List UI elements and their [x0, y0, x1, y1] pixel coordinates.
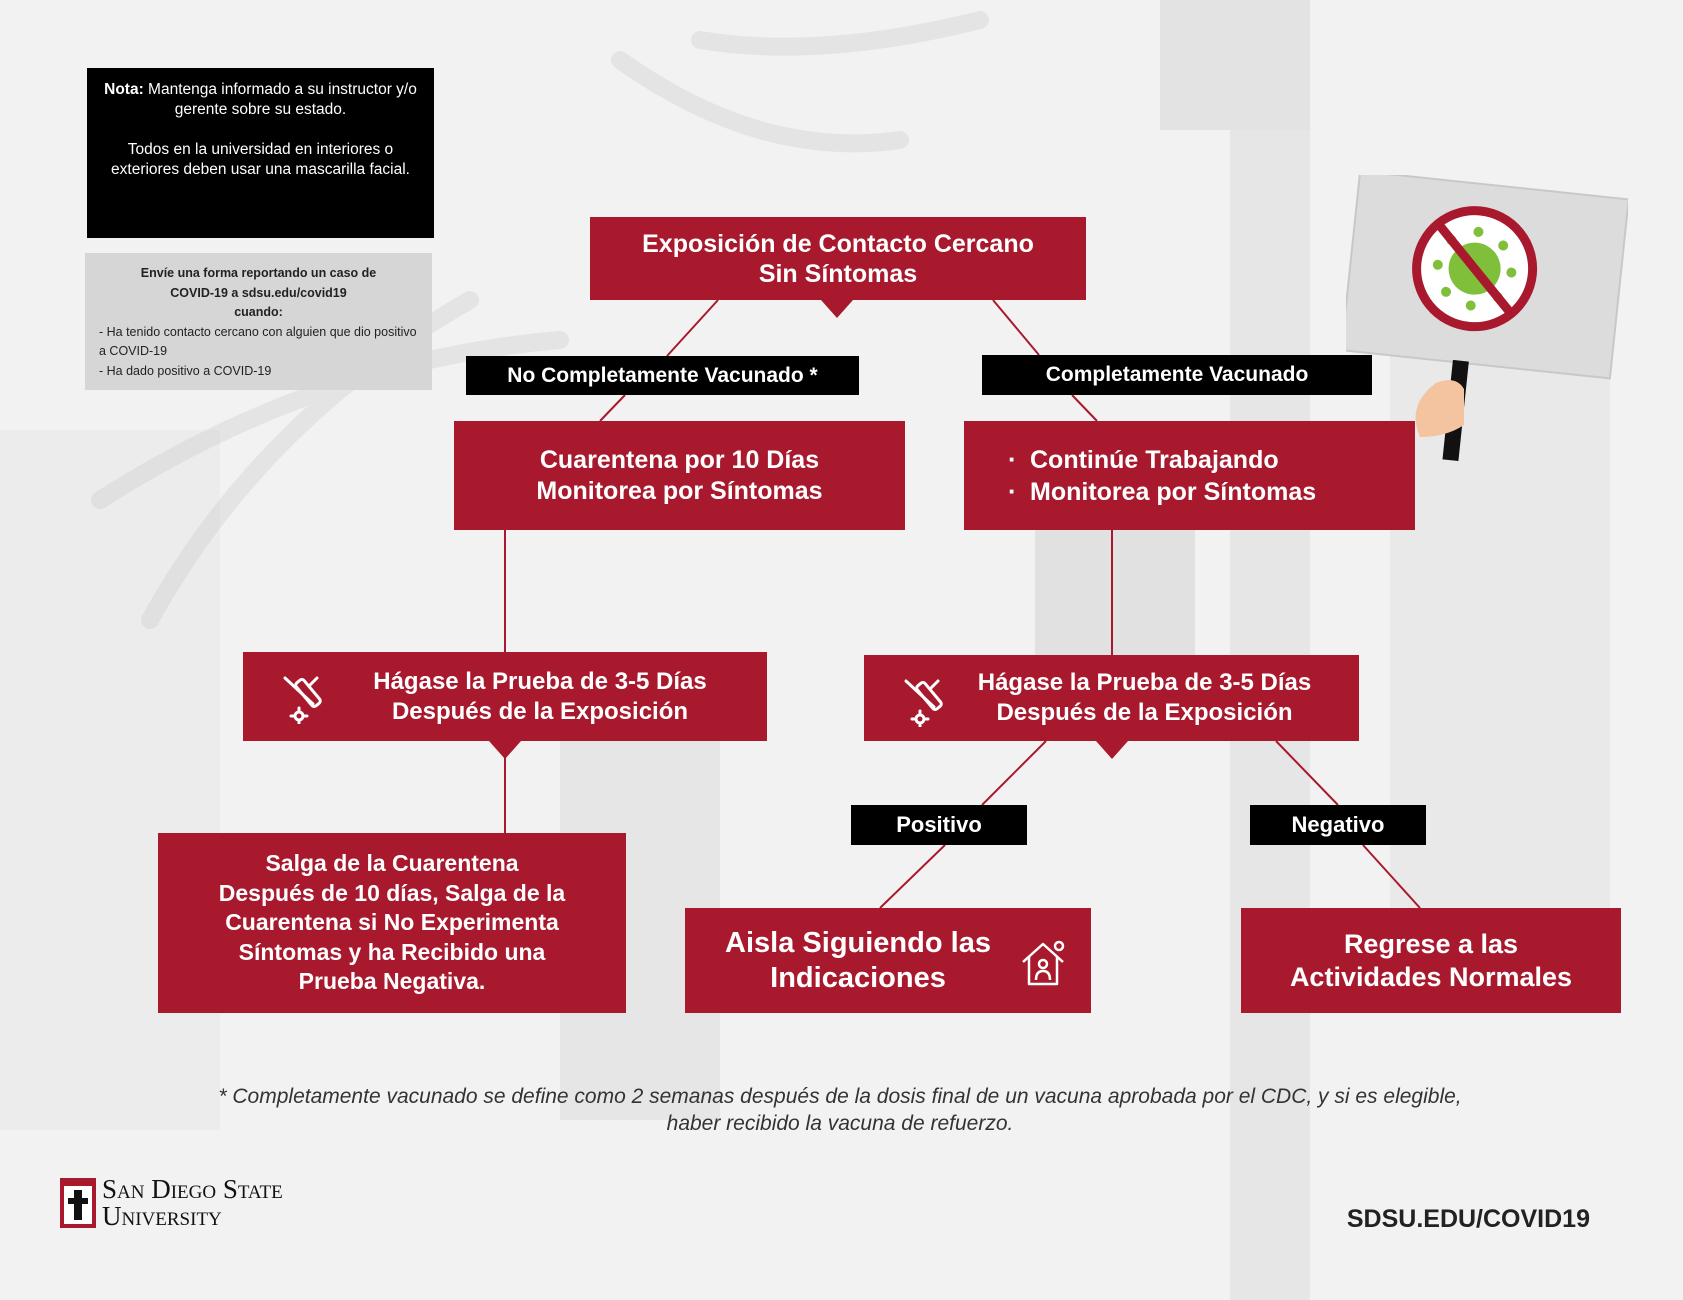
branch-label-not-vaccinated: No Completamente Vacunado * — [466, 356, 859, 395]
root-node-close-contact: Exposición de Contacto Cercano Sin Sínto… — [590, 217, 1086, 300]
note-box: Nota: Mantenga informado a su instructor… — [87, 68, 434, 238]
node-return-normal: Regrese a las Actividades Normales — [1241, 908, 1621, 1013]
connector-negative-return — [1362, 844, 1421, 909]
label-negative: Negativo — [1250, 805, 1426, 845]
note-text: Mantenga informado a su instructor y/o g… — [143, 81, 417, 118]
test-right-pointer — [1096, 741, 1128, 759]
continue-item-work: Continúe Trabajando — [1008, 444, 1316, 476]
report-box: Envíe una forma reportando un caso de CO… — [85, 253, 432, 390]
test-swab-icon — [904, 679, 943, 727]
no-virus-sign-icon — [1346, 175, 1628, 462]
test-left-pointer — [489, 741, 521, 759]
report-item-contact: - Ha tenido contacto cercano con alguien… — [99, 324, 417, 359]
vaccination-footnote: * Completamente vacunado se define como … — [218, 1085, 1462, 1135]
connector-nv-quarantine — [599, 394, 626, 422]
continue-item-monitor: Monitorea por Síntomas — [1008, 476, 1316, 508]
branch-label-vaccinated: Completamente Vacunado — [982, 355, 1372, 395]
report-item-positive: - Ha dado positivo a COVID-19 — [99, 363, 272, 378]
connector-positive-isolate — [879, 844, 946, 909]
sdsu-logo: San Diego State University — [60, 1176, 360, 1232]
connector-v-continue — [1071, 394, 1098, 422]
note-status-text: Nota: Mantenga informado a su instructor… — [101, 80, 420, 120]
connector-test-negative — [1275, 740, 1339, 806]
sdsu-logo-mark-icon — [60, 1178, 96, 1228]
connector-root-left — [666, 299, 719, 357]
node-exit-quarantine: Salga de la Cuarentena Después de 10 día… — [158, 833, 626, 1013]
report-list: - Ha tenido contacto cercano con alguien… — [99, 323, 420, 382]
site-url: SDSU.EDU/COVID19 — [1346, 1205, 1590, 1233]
note-label: Nota: — [104, 81, 144, 98]
report-title: Envíe una forma reportando un caso de CO… — [140, 266, 377, 319]
node-continue-working: Continúe Trabajando Monitorea por Síntom… — [964, 421, 1415, 530]
label-positive: Positivo — [851, 805, 1027, 845]
node-quarantine: Cuarentena por 10 Días Monitorea por Sín… — [454, 421, 905, 530]
root-pointer — [821, 300, 853, 318]
node-test-left: Hágase la Prueba de 3-5 Días Después de … — [243, 652, 767, 741]
connector-root-right — [992, 299, 1040, 356]
note-mask-text: Todos en la universidad en interiores o … — [111, 141, 410, 178]
connector-test-positive — [981, 740, 1047, 806]
test-swab-icon — [283, 676, 322, 724]
logo-text: San Diego State University — [102, 1174, 283, 1231]
node-test-right: Hágase la Prueba de 3-5 Días Después de … — [864, 655, 1359, 741]
node-isolate: Aisla Siguiendo las Indicaciones — [685, 908, 1091, 1013]
house-icon — [1022, 940, 1065, 986]
